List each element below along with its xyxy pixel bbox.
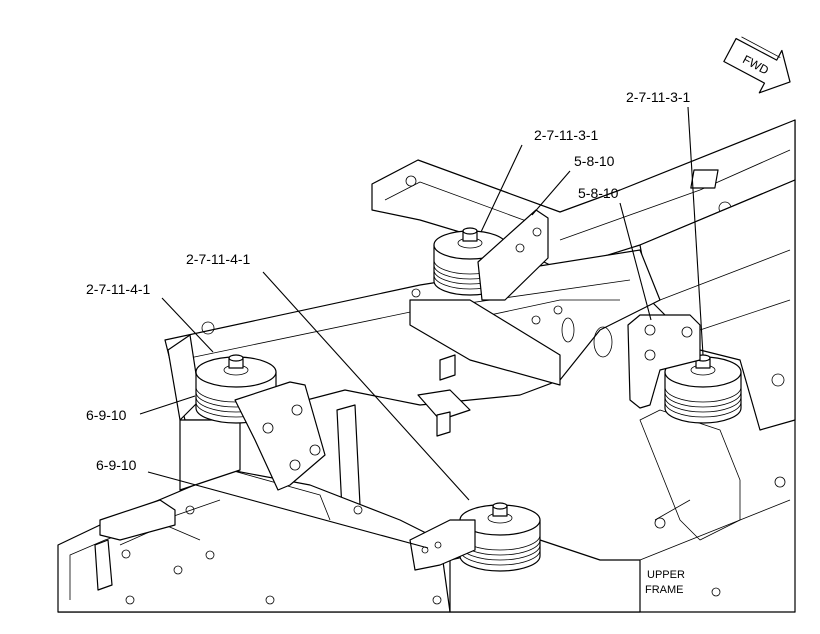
- engine-mounts: [195, 227, 742, 572]
- leader-c6: [161, 297, 214, 353]
- callout-c3: 5-8-10: [574, 153, 615, 169]
- upper-frame-label-line1: UPPER: [647, 569, 685, 581]
- leader-c4: [619, 202, 652, 321]
- mount-brackets: [234, 209, 701, 571]
- callout-c6: 2-7-11-4-1: [86, 281, 151, 297]
- leader-c5: [262, 271, 470, 501]
- callout-labels: 2-7-11-3-1 2-7-11-3-1 5-8-10 5-8-10 2-7-…: [86, 89, 691, 473]
- upper-frame-label: UPPER FRAME: [645, 569, 685, 596]
- callout-c1: 2-7-11-3-1: [626, 89, 691, 105]
- callout-c7: 6-9-10: [86, 407, 127, 423]
- callout-c4: 5-8-10: [578, 185, 619, 201]
- mount-front-right: [459, 502, 541, 572]
- leader-c7: [139, 395, 196, 415]
- callout-c8: 6-9-10: [96, 457, 137, 473]
- upper-frame-label-line2: FRAME: [645, 584, 684, 596]
- leader-c3: [531, 170, 571, 216]
- callout-c5: 2-7-11-4-1: [186, 251, 251, 267]
- leader-c2: [480, 144, 523, 233]
- leader-c8: [147, 471, 429, 549]
- leader-lines: [139, 106, 704, 549]
- leader-c1: [687, 106, 704, 356]
- fwd-arrow-icon: FWD: [723, 36, 791, 94]
- callout-c2: 2-7-11-3-1: [534, 127, 599, 143]
